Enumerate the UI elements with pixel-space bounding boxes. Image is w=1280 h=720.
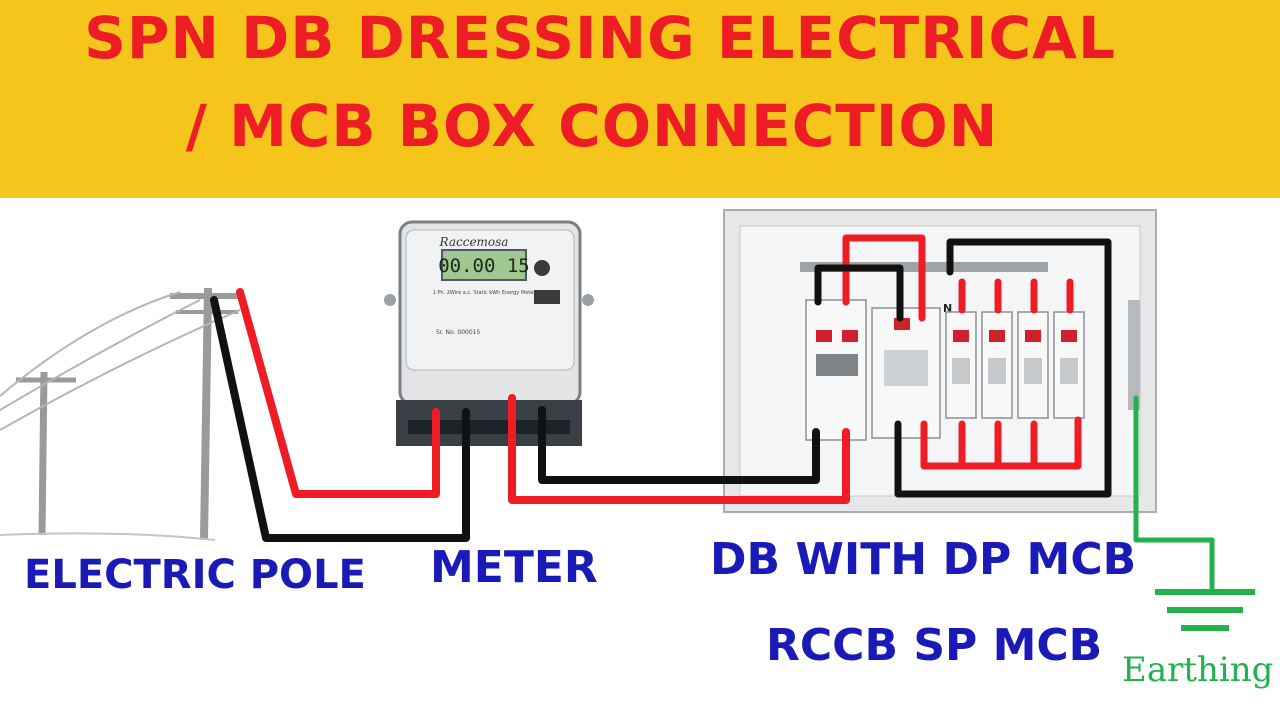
- meter-mount-left: [384, 294, 396, 306]
- sp-mcb-1-toggle: [952, 358, 970, 384]
- db-label-line-1: DB WITH DP MCB: [710, 534, 1137, 585]
- main-pole: [200, 287, 212, 541]
- meter-display-reading: 00.00 15: [438, 255, 530, 277]
- meter-brand: Raccemosa: [439, 235, 509, 249]
- rccb-toggle: [884, 350, 928, 386]
- sp-mcb-1-label: [953, 330, 969, 342]
- electric-pole-illustration: [0, 287, 244, 541]
- title-banner: SPN DB DRESSING ELECTRICAL / MCB BOX CON…: [0, 0, 1280, 198]
- ground-line: [0, 532, 216, 541]
- distribution-board: N: [723, 209, 1157, 513]
- meter-led-indicator: [534, 260, 550, 276]
- sp-mcb-3-label: [1025, 330, 1041, 342]
- meter-optical-port: [534, 290, 560, 304]
- sp-mcb-3-toggle: [1024, 358, 1042, 384]
- dp-mcb-label-2: [842, 330, 858, 342]
- overhead-line-2: [0, 299, 201, 411]
- neutral-tag: N: [943, 302, 952, 315]
- dp-mcb-label-1: [816, 330, 832, 342]
- meter-mount-right: [582, 294, 594, 306]
- supply-phase-wire: [236, 288, 440, 498]
- earthing-label: Earthing: [1122, 650, 1274, 690]
- sp-mcb-2-label: [989, 330, 1005, 342]
- sp-mcb-4-toggle: [1060, 358, 1078, 384]
- meter-out-phase-wire: [508, 394, 850, 504]
- meter-serial: Sr. No. 000015: [436, 329, 480, 336]
- meter-display: [441, 249, 527, 281]
- earth-symbol-icon: [1155, 589, 1255, 631]
- earth-wire: [1133, 395, 1215, 593]
- dp-to-rccb-neutral-wire: [814, 264, 904, 322]
- rccb-label: [894, 318, 910, 330]
- meter-out-neutral-wire: [538, 406, 820, 484]
- db-earth-bar: [1128, 300, 1140, 410]
- meter-label: METER: [430, 542, 598, 593]
- db-label-line-2: RCCB SP MCB: [766, 620, 1103, 671]
- sp-mcb-row: [945, 311, 1085, 419]
- electric-pole-label: ELECTRIC POLE: [24, 552, 366, 598]
- rccb-neutral-loop-wire: [894, 238, 1112, 498]
- energy-meter: 00.00 15 Raccemosa 1 Ph. 2Wire a.c. Stat…: [384, 220, 594, 446]
- dp-mcb-toggle: [816, 354, 858, 376]
- meter-terminal-cover: [408, 420, 570, 434]
- title-line-1: SPN DB DRESSING ELECTRICAL: [84, 4, 1116, 72]
- overhead-line-3: [0, 309, 241, 431]
- sp-mcb-2-toggle: [988, 358, 1006, 384]
- sp-mcb-4-label: [1061, 330, 1077, 342]
- meter-spec: 1 Ph. 2Wire a.c. Static kWh Energy Meter: [433, 290, 537, 296]
- mcb-phase-drops: [958, 420, 1038, 470]
- mcb-outgoing-wires: [958, 278, 1074, 314]
- overhead-line-1: [0, 291, 181, 397]
- wiring: [210, 234, 1215, 593]
- title-line-2: / MCB BOX CONNECTION: [185, 92, 999, 160]
- small-pole: [38, 371, 48, 536]
- wiring-diagram: 00.00 15 Raccemosa 1 Ph. 2Wire a.c. Stat…: [0, 209, 1255, 631]
- supply-neutral-wire: [210, 296, 470, 542]
- sp-mcb-4: [1053, 311, 1085, 419]
